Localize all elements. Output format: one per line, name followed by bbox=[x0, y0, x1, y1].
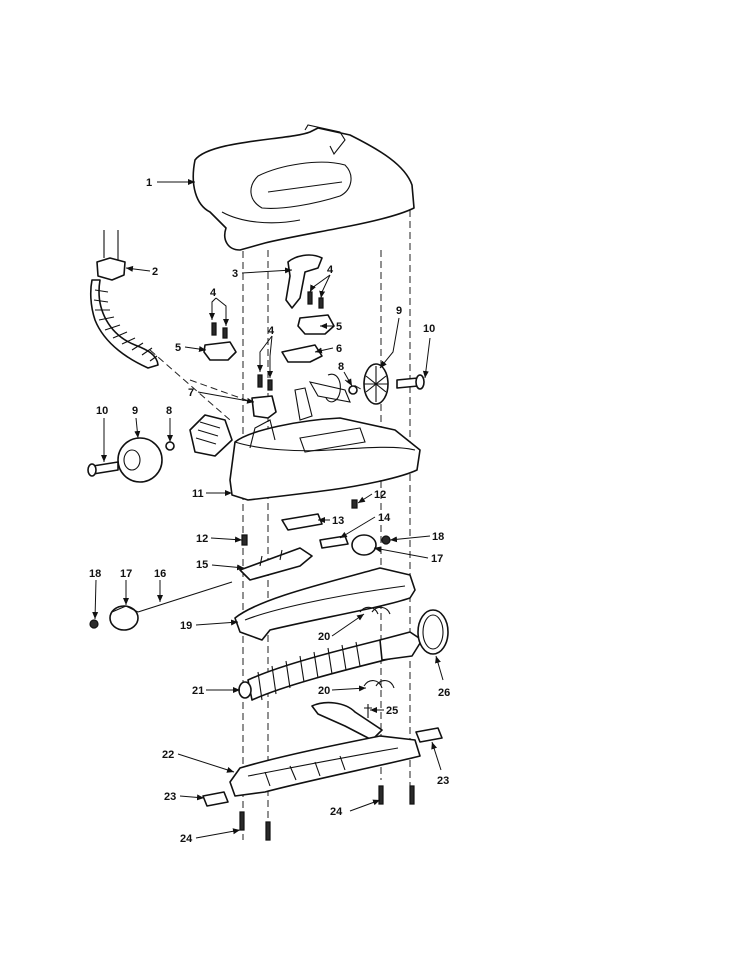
callout-26: 26 bbox=[438, 687, 450, 699]
callout-8a: 8 bbox=[166, 405, 172, 417]
part-18-right bbox=[381, 535, 391, 545]
part-14 bbox=[319, 535, 349, 549]
brush-roll-21 bbox=[238, 631, 423, 701]
base-housing-11 bbox=[229, 373, 421, 501]
callout-4b: 4 bbox=[327, 264, 334, 276]
callout-5a: 5 bbox=[175, 342, 181, 354]
wheel-9-left bbox=[117, 437, 163, 483]
screws-4 bbox=[211, 291, 324, 391]
callout-16: 16 bbox=[154, 568, 166, 580]
roller-17-right bbox=[351, 534, 377, 556]
callout-9b: 9 bbox=[132, 405, 138, 417]
leader-lines bbox=[92, 179, 444, 839]
screws-24 bbox=[239, 785, 415, 841]
callout-12a: 12 bbox=[374, 489, 386, 501]
callout-14: 14 bbox=[378, 512, 391, 524]
callout-17a: 17 bbox=[120, 568, 132, 580]
bracket-6 bbox=[281, 344, 323, 363]
callout-1: 1 bbox=[146, 177, 152, 189]
callout-10b: 10 bbox=[96, 405, 108, 417]
hood-part bbox=[192, 124, 415, 251]
hose-part bbox=[89, 230, 159, 369]
callout-10a: 10 bbox=[423, 323, 435, 335]
callout-5b: 5 bbox=[336, 321, 342, 333]
screws-12 bbox=[241, 499, 358, 546]
callout-15: 15 bbox=[196, 559, 208, 571]
callout-24b: 24 bbox=[330, 806, 343, 818]
pedal-part bbox=[285, 254, 323, 309]
callout-20a: 20 bbox=[318, 631, 330, 643]
bracket-5-left bbox=[203, 341, 237, 361]
bumper-19 bbox=[234, 567, 416, 641]
callout-25: 25 bbox=[386, 705, 398, 717]
pin-25 bbox=[364, 704, 372, 718]
callout-22: 22 bbox=[162, 749, 174, 761]
motor-housing bbox=[189, 414, 233, 457]
clip-8-right bbox=[348, 385, 358, 395]
roller-17-left bbox=[109, 605, 139, 631]
callout-21: 21 bbox=[192, 685, 204, 697]
callout-4a: 4 bbox=[210, 287, 217, 299]
part-15 bbox=[239, 547, 313, 581]
clip-8-left bbox=[165, 441, 175, 451]
callout-24a: 24 bbox=[180, 833, 193, 845]
callout-13: 13 bbox=[332, 515, 344, 527]
rod-16 bbox=[137, 581, 233, 613]
axle-bolt-10-left bbox=[87, 461, 119, 477]
callout-19: 19 bbox=[180, 620, 192, 632]
base-plate-22 bbox=[229, 735, 421, 797]
callout-11: 11 bbox=[192, 488, 204, 500]
clip-23-left bbox=[202, 791, 229, 807]
callout-2: 2 bbox=[152, 266, 158, 278]
callout-4c: 4 bbox=[268, 325, 275, 337]
bracket-5-right bbox=[297, 314, 335, 335]
part-13 bbox=[281, 513, 323, 531]
callout-17b: 17 bbox=[431, 553, 443, 565]
callout-23b: 23 bbox=[437, 775, 449, 787]
callout-7: 7 bbox=[188, 387, 194, 399]
callout-20b: 20 bbox=[318, 685, 330, 697]
wheel-9-right bbox=[363, 363, 389, 405]
callout-18a: 18 bbox=[89, 568, 101, 580]
nozzle-extension bbox=[311, 701, 383, 741]
clip-23-right bbox=[415, 727, 443, 743]
callout-labels: 1 2 3 4 4 4 5 5 6 7 8 9 10 10 9 8 11 12 … bbox=[89, 177, 450, 845]
axle-bolt-10-right bbox=[396, 374, 425, 390]
callout-3: 3 bbox=[232, 268, 238, 280]
belt-26 bbox=[417, 609, 449, 655]
belt-clips-20 bbox=[359, 606, 395, 689]
callout-12b: 12 bbox=[196, 533, 208, 545]
callout-6: 6 bbox=[336, 343, 342, 355]
callout-23a: 23 bbox=[164, 791, 176, 803]
callout-18b: 18 bbox=[432, 531, 444, 543]
part-18-left bbox=[89, 619, 99, 629]
callout-8b: 8 bbox=[338, 361, 344, 373]
callout-9a: 9 bbox=[396, 305, 402, 317]
bracket-7 bbox=[251, 395, 277, 419]
